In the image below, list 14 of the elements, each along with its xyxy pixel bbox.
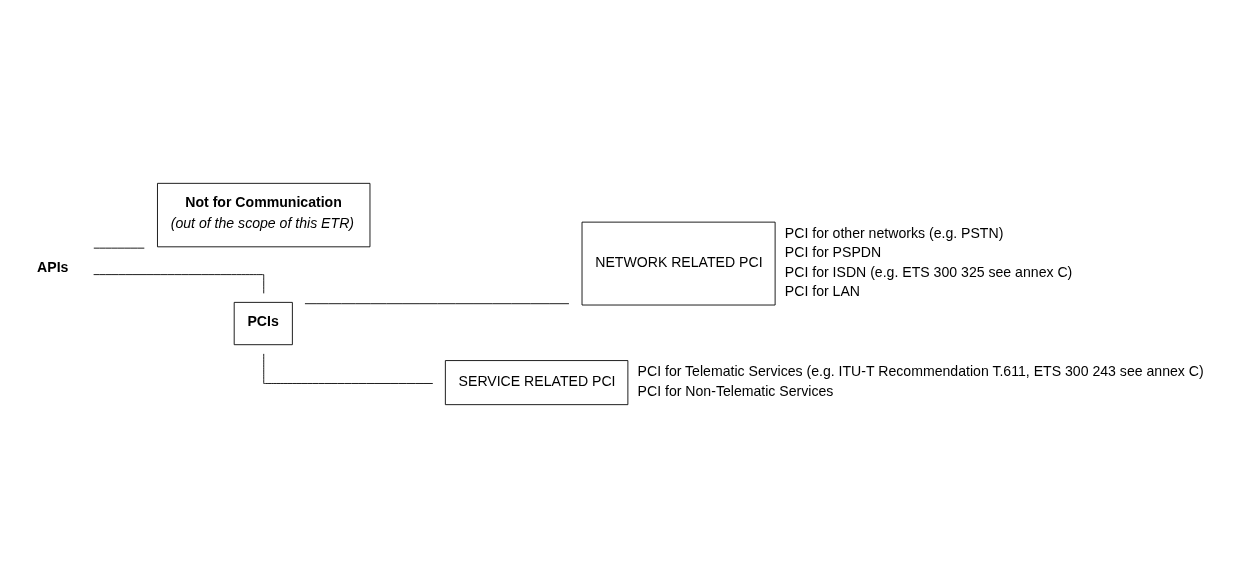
connector	[93, 273, 265, 294]
node-label: PCI for ISDN (e.g. ETS 300 325 see annex C)	[784, 263, 1073, 280]
node-box: Not for Communication (out of the scope of this ETR)	[157, 182, 371, 247]
node-label: PCI for Telematic Services (e.g. ITU-T Recommendation T.611, ETS 300 243 see annex C)	[637, 362, 1204, 379]
node-label: PCI for PSPDN	[784, 243, 882, 260]
node-label: PCI for Non-Telematic Services	[637, 382, 834, 399]
node-box: NETWORK RELATED PCI	[581, 221, 776, 305]
node-label: PCI for other networks (e.g. PSTN)	[784, 224, 1004, 241]
node-label: PCI for LAN	[784, 282, 861, 299]
connector	[304, 302, 570, 304]
node-box: PCIs	[233, 301, 293, 345]
connector	[263, 352, 434, 384]
node-text: APIs	[37, 258, 69, 275]
node-box: SERVICE RELATED PCI	[444, 359, 629, 405]
